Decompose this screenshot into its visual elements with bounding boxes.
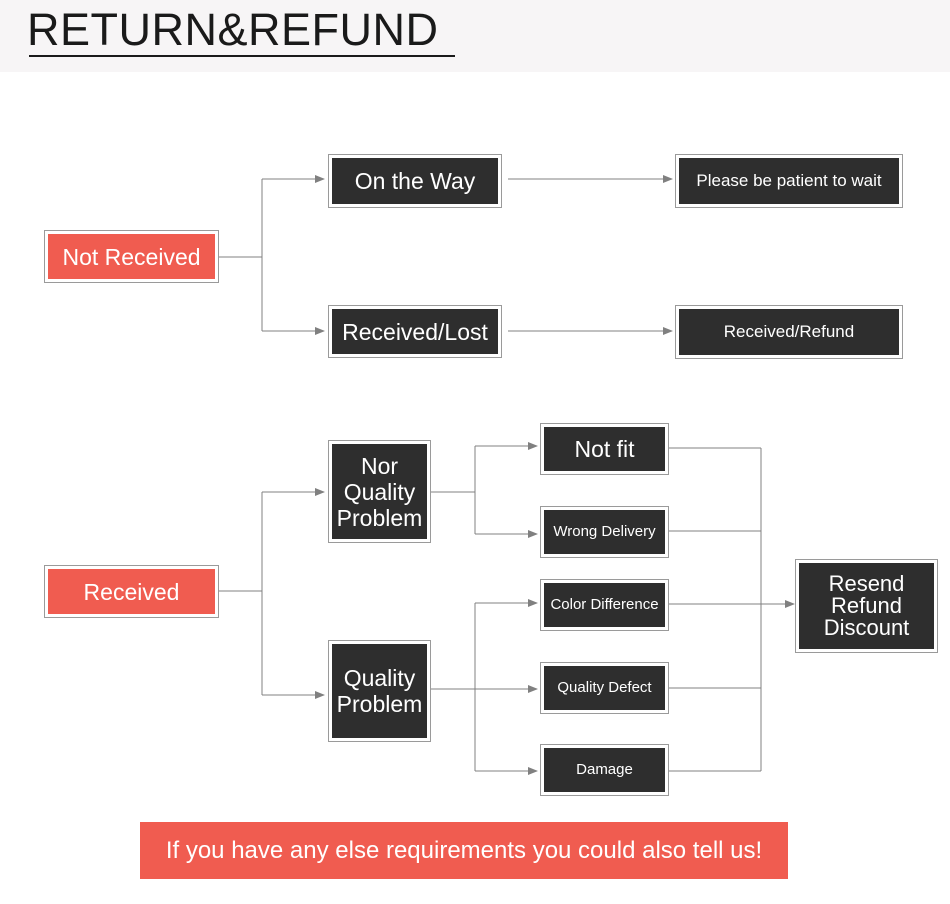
node-received-refund: Received/Refund xyxy=(675,305,903,359)
node-color-difference-label: Color Difference xyxy=(544,583,665,627)
node-damage-label: Damage xyxy=(544,748,665,792)
node-quality-problem: Quality Problem xyxy=(328,640,431,742)
page-title: RETURN&REFUND xyxy=(27,4,439,55)
node-received-refund-label: Received/Refund xyxy=(679,309,899,355)
node-received-label: Received xyxy=(48,569,215,614)
node-nor-quality-problem-label: Nor Quality Problem xyxy=(332,444,427,539)
node-damage: Damage xyxy=(540,744,669,796)
node-received-lost: Received/Lost xyxy=(328,305,502,358)
node-quality-problem-label: Quality Problem xyxy=(332,644,427,738)
node-not-fit: Not fit xyxy=(540,423,669,475)
node-color-difference: Color Difference xyxy=(540,579,669,631)
node-not-received-label: Not Received xyxy=(48,234,215,279)
node-wrong-delivery: Wrong Delivery xyxy=(540,506,669,558)
title-underline xyxy=(29,55,455,57)
node-please-wait-label: Please be patient to wait xyxy=(679,158,899,204)
node-on-the-way: On the Way xyxy=(328,154,502,208)
node-not-received: Not Received xyxy=(44,230,219,283)
node-received-lost-label: Received/Lost xyxy=(332,309,498,354)
node-not-fit-label: Not fit xyxy=(544,427,665,471)
node-quality-defect: Quality Defect xyxy=(540,662,669,714)
node-result-label: Resend Refund Discount xyxy=(799,563,934,649)
header-band xyxy=(0,0,950,72)
footer-note: If you have any else requirements you co… xyxy=(140,822,788,879)
node-please-wait: Please be patient to wait xyxy=(675,154,903,208)
node-result: Resend Refund Discount xyxy=(795,559,938,653)
node-quality-defect-label: Quality Defect xyxy=(544,666,665,710)
node-wrong-delivery-label: Wrong Delivery xyxy=(544,510,665,554)
node-nor-quality-problem: Nor Quality Problem xyxy=(328,440,431,543)
node-on-the-way-label: On the Way xyxy=(332,158,498,204)
node-received: Received xyxy=(44,565,219,618)
